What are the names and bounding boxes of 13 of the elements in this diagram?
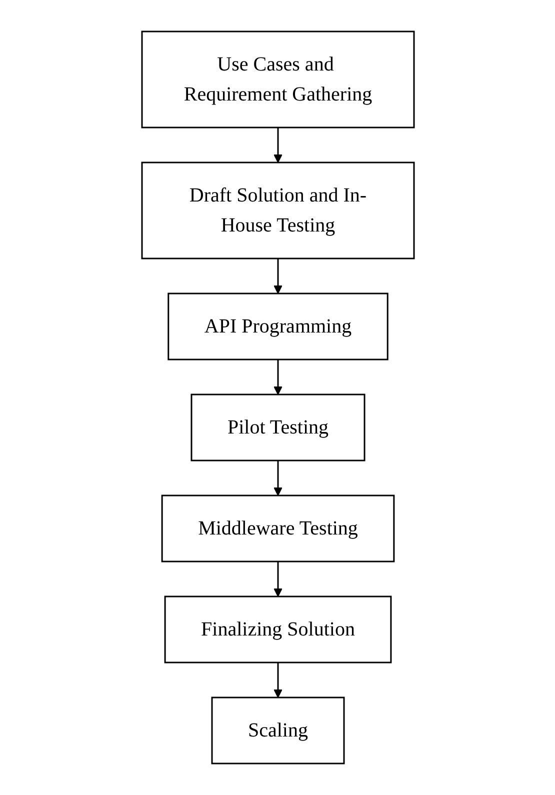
arrow	[273, 258, 282, 294]
node-box: Draft Solution and In-House Testing	[140, 162, 414, 260]
arrow	[273, 562, 282, 597]
node-box: Pilot Testing	[190, 394, 365, 462]
arrow	[273, 360, 282, 395]
node-box: API Programming	[167, 292, 388, 360]
node-box: Finalizing Solution	[164, 596, 392, 664]
arrow	[273, 662, 282, 698]
arrow	[273, 128, 282, 163]
node-box: Use Cases and Requirement Gathering	[140, 30, 414, 128]
arrow	[273, 460, 282, 496]
node-box: Scaling	[210, 696, 344, 764]
node-box: Middleware Testing	[160, 494, 394, 562]
